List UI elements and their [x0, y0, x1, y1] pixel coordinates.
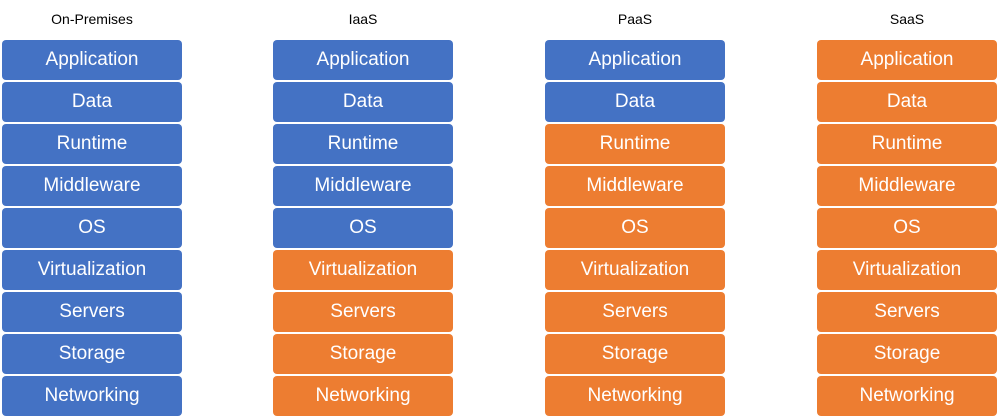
layer-label: Runtime — [56, 133, 128, 154]
layer-label: Application — [45, 49, 139, 70]
layer-label: Storage — [873, 343, 941, 364]
layer-data: Data — [273, 82, 453, 122]
layer-runtime: Runtime — [545, 124, 725, 164]
layer-label: Virtualization — [37, 259, 147, 280]
layer-label: Virtualization — [308, 259, 418, 280]
layer-servers: Servers — [545, 292, 725, 332]
layer-virtualization: Virtualization — [2, 250, 182, 290]
layer-servers: Servers — [817, 292, 997, 332]
layer-runtime: Runtime — [273, 124, 453, 164]
layer-label: OS — [349, 217, 377, 238]
layer-label: Runtime — [327, 133, 399, 154]
layer-networking: Networking — [545, 376, 725, 416]
layer-os: OS — [817, 208, 997, 248]
layer-label: Data — [886, 91, 928, 112]
layer-middleware: Middleware — [2, 166, 182, 206]
layer-virtualization: Virtualization — [817, 250, 997, 290]
layer-label: Networking — [44, 385, 140, 406]
layer-application: Application — [273, 40, 453, 80]
layer-label: Middleware — [858, 175, 956, 196]
layer-label: Servers — [874, 301, 940, 322]
layer-data: Data — [817, 82, 997, 122]
column-title: IaaS — [348, 11, 378, 27]
layer-middleware: Middleware — [817, 166, 997, 206]
column-title: SaaS — [889, 11, 925, 27]
layer-label: Middleware — [43, 175, 141, 196]
layer-storage: Storage — [2, 334, 182, 374]
layer-label: Servers — [602, 301, 668, 322]
layer-networking: Networking — [817, 376, 997, 416]
layer-label: Storage — [58, 343, 126, 364]
layer-networking: Networking — [273, 376, 453, 416]
layer-servers: Servers — [2, 292, 182, 332]
layer-networking: Networking — [2, 376, 182, 416]
layer-middleware: Middleware — [273, 166, 453, 206]
layer-label: Virtualization — [580, 259, 690, 280]
layer-data: Data — [2, 82, 182, 122]
layer-application: Application — [545, 40, 725, 80]
layer-runtime: Runtime — [2, 124, 182, 164]
layer-label: Data — [614, 91, 656, 112]
layer-os: OS — [2, 208, 182, 248]
layer-label: Virtualization — [852, 259, 962, 280]
layer-application: Application — [2, 40, 182, 80]
layer-label: Networking — [315, 385, 411, 406]
layer-label: Middleware — [314, 175, 412, 196]
layer-storage: Storage — [817, 334, 997, 374]
layer-label: Servers — [59, 301, 125, 322]
layer-data: Data — [545, 82, 725, 122]
layer-os: OS — [273, 208, 453, 248]
layer-label: OS — [78, 217, 106, 238]
layer-storage: Storage — [545, 334, 725, 374]
layer-label: Servers — [330, 301, 396, 322]
layer-label: Data — [342, 91, 384, 112]
column-title: On-Premises — [51, 11, 133, 27]
layer-application: Application — [817, 40, 997, 80]
layer-virtualization: Virtualization — [545, 250, 725, 290]
layer-label: OS — [893, 217, 921, 238]
layer-label: Application — [860, 49, 954, 70]
layer-label: Data — [71, 91, 113, 112]
layer-label: Storage — [601, 343, 669, 364]
layer-runtime: Runtime — [817, 124, 997, 164]
layer-label: Runtime — [599, 133, 671, 154]
layer-storage: Storage — [273, 334, 453, 374]
column-title: PaaS — [617, 11, 653, 27]
layer-servers: Servers — [273, 292, 453, 332]
layer-label: Runtime — [871, 133, 943, 154]
layer-virtualization: Virtualization — [273, 250, 453, 290]
layer-label: Networking — [587, 385, 683, 406]
layer-label: Storage — [329, 343, 397, 364]
layer-label: Application — [588, 49, 682, 70]
layer-label: Middleware — [586, 175, 684, 196]
layer-label: OS — [621, 217, 649, 238]
layer-label: Application — [316, 49, 410, 70]
layer-middleware: Middleware — [545, 166, 725, 206]
layer-os: OS — [545, 208, 725, 248]
layer-label: Networking — [859, 385, 955, 406]
